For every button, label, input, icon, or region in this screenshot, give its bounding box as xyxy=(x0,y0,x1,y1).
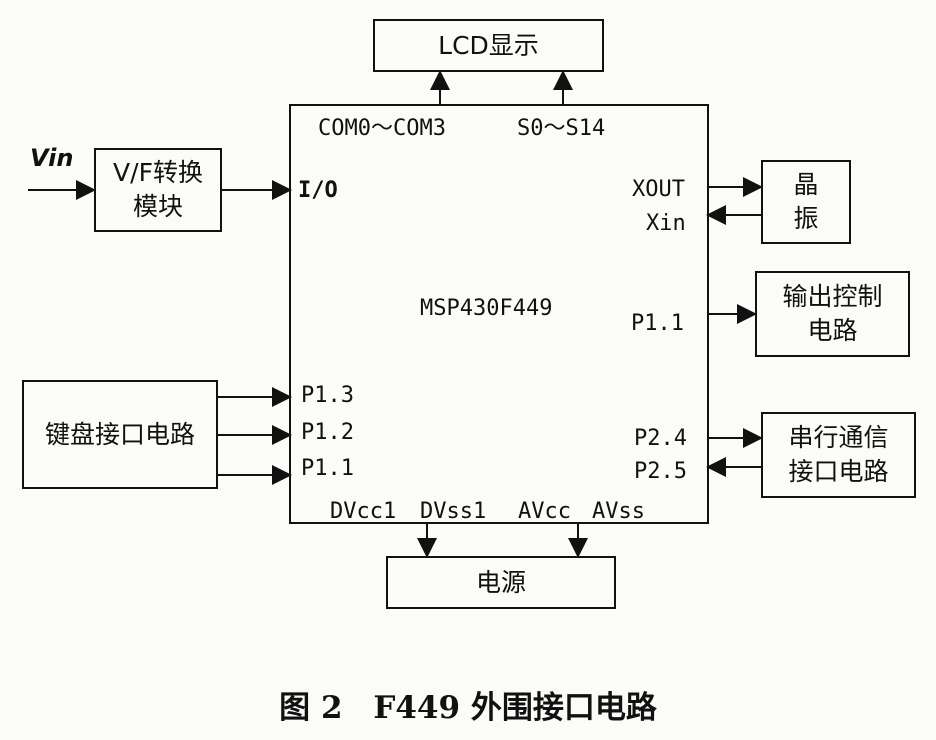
serial-interface-label-2: 接口电路 xyxy=(788,457,889,486)
crystal-label-2: 振 xyxy=(793,204,819,233)
serial-interface-block: 串行通信 接口电路 xyxy=(761,412,916,498)
pin-p11-left: P1.1 xyxy=(301,456,354,481)
pin-dvcc1: DVcc1 xyxy=(330,499,397,524)
pin-dvss1: DVss1 xyxy=(420,499,487,524)
serial-interface-label-1: 串行通信 xyxy=(788,423,889,452)
pin-p12: P1.2 xyxy=(301,420,354,445)
pin-p25: P2.5 xyxy=(634,459,687,484)
power-label: 电源 xyxy=(475,567,526,597)
pin-com: COM0～COM3 xyxy=(318,116,446,141)
figure-number: 图 2 xyxy=(279,690,343,726)
output-control-label-2: 电路 xyxy=(807,316,858,345)
pin-p24: P2.4 xyxy=(634,426,687,451)
power-block: 电源 xyxy=(386,556,616,609)
vf-converter-label-1: V/F转换 xyxy=(113,158,203,187)
keyboard-interface-label: 键盘接口电路 xyxy=(44,419,195,449)
pin-io: I/O xyxy=(298,178,338,203)
output-control-label-1: 输出控制 xyxy=(782,282,883,311)
pin-seg: S0～S14 xyxy=(517,116,606,141)
pin-p13: P1.3 xyxy=(301,383,354,408)
vf-converter-label-2: 模块 xyxy=(132,192,183,221)
pin-p11-right: P1.1 xyxy=(631,311,684,336)
crystal-label-1: 晶 xyxy=(793,170,819,199)
pin-xin: Xin xyxy=(646,211,686,236)
pin-avcc: AVcc xyxy=(518,499,571,524)
pin-xout: XOUT xyxy=(632,177,685,202)
output-control-block: 输出控制 电路 xyxy=(755,271,910,357)
figure-title: F449 外围接口电路 xyxy=(373,690,657,726)
mcu-name: MSP430F449 xyxy=(420,296,553,321)
lcd-display-block: LCD显示 xyxy=(373,19,604,72)
vf-converter-block: V/F转换 模块 xyxy=(94,148,222,232)
keyboard-interface-block: 键盘接口电路 xyxy=(22,380,218,489)
vin-label: Vin xyxy=(30,144,74,172)
crystal-block: 晶 振 xyxy=(761,160,851,244)
figure-caption: 图 2 F449 外围接口电路 xyxy=(0,682,936,727)
lcd-display-label: LCD显示 xyxy=(438,30,539,60)
pin-avss: AVss xyxy=(592,499,645,524)
